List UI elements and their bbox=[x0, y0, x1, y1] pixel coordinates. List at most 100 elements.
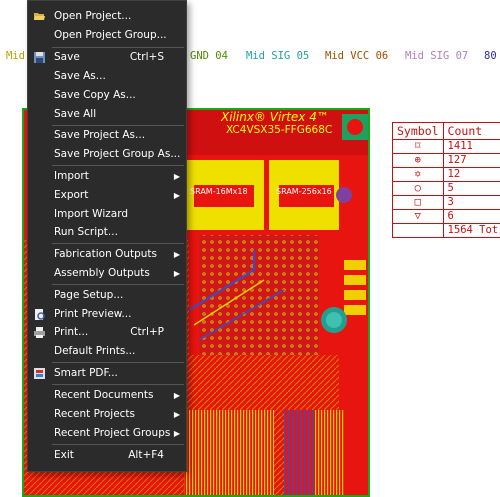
printer-icon bbox=[34, 327, 45, 338]
submenu-arrow-icon: ▶ bbox=[173, 391, 180, 400]
menu-separator bbox=[52, 284, 184, 285]
drill-symbol-table: Symbol Count ⌑ 1411 ⊕ 127 ✡ 12 ○ 5 □ 3 ▽… bbox=[392, 122, 500, 238]
floppy-disk-icon bbox=[34, 52, 45, 63]
menu-item-save[interactable]: Save Ctrl+S bbox=[28, 48, 186, 67]
symbol-cell: □ bbox=[392, 195, 444, 210]
menu-item-label: Save All bbox=[54, 108, 97, 120]
menu-item-label: Run Script... bbox=[54, 226, 118, 238]
menu-item-shortcut: Ctrl+P bbox=[130, 326, 164, 338]
layer-tab-mid[interactable]: Mid bbox=[6, 50, 25, 62]
table-row: □ 3 bbox=[392, 195, 500, 210]
menu-item-open-project[interactable]: Open Project... bbox=[28, 7, 186, 26]
menu-item-label: Exit bbox=[54, 449, 74, 461]
menu-separator bbox=[52, 165, 184, 166]
table-header-symbol: Symbol bbox=[392, 122, 444, 140]
menu-separator bbox=[52, 384, 184, 385]
menu-item-smart-pdf[interactable]: Smart PDF... bbox=[28, 364, 186, 383]
count-cell: 127 bbox=[442, 153, 500, 168]
submenu-arrow-icon: ▶ bbox=[173, 269, 180, 278]
submenu-arrow-icon: ▶ bbox=[173, 250, 180, 259]
print-preview-icon bbox=[35, 309, 45, 320]
symbol-cell: ▽ bbox=[392, 209, 444, 224]
layer-tab-gnd-04[interactable]: GND 04 bbox=[190, 50, 228, 62]
total-symbol-cell bbox=[392, 223, 444, 238]
menu-item-label: Save As... bbox=[54, 70, 106, 82]
menu-item-label: Save Project Group As... bbox=[54, 148, 181, 160]
menu-item-label: Recent Documents bbox=[54, 389, 154, 401]
layer-tab-strip: Mid GND 04 Mid SIG 05 Mid VCC 06 Mid SIG… bbox=[0, 50, 500, 66]
menu-item-label: Save Project As... bbox=[54, 129, 146, 141]
menu-item-print-preview[interactable]: Print Preview... bbox=[28, 305, 186, 324]
menu-item-label: Default Prints... bbox=[54, 345, 136, 357]
submenu-arrow-icon: ▶ bbox=[173, 191, 180, 200]
menu-item-label: Import bbox=[54, 170, 89, 182]
symbol-cell: ○ bbox=[392, 181, 444, 196]
file-menu: Open Project... Open Project Group... Sa… bbox=[27, 0, 187, 472]
menu-item-save-copy-as[interactable]: Save Copy As... bbox=[28, 86, 186, 105]
chip-part-number: XC4VSX35-FFG668C bbox=[226, 124, 333, 136]
menu-item-export[interactable]: Export ▶ bbox=[28, 186, 186, 205]
count-cell: 6 bbox=[442, 209, 500, 224]
submenu-arrow-icon: ▶ bbox=[173, 429, 180, 438]
symbol-cell: ⊕ bbox=[392, 153, 444, 168]
menu-item-shortcut: Alt+F4 bbox=[128, 449, 164, 461]
layer-tab-80[interactable]: 80 bbox=[484, 50, 497, 62]
table-total-row: 1564 Tot bbox=[392, 223, 500, 238]
menu-item-open-project-group[interactable]: Open Project Group... bbox=[28, 26, 186, 45]
menu-item-label: Print... bbox=[54, 326, 89, 338]
table-row: ⌑ 1411 bbox=[392, 139, 500, 154]
sram-right-label: SRAM-256x16 bbox=[276, 187, 332, 196]
submenu-arrow-icon: ▶ bbox=[173, 410, 180, 419]
smart-pdf-icon bbox=[34, 368, 45, 379]
menu-item-label: Open Project Group... bbox=[54, 29, 167, 41]
table-header-count: Count bbox=[442, 122, 500, 140]
menu-item-recent-documents[interactable]: Recent Documents ▶ bbox=[28, 386, 186, 405]
chip-title-label: Xilinx® Virtex 4™ bbox=[221, 110, 329, 124]
menu-item-label: Print Preview... bbox=[54, 308, 132, 320]
menu-item-page-setup[interactable]: Page Setup... bbox=[28, 286, 186, 305]
menu-item-exit[interactable]: Exit Alt+F4 bbox=[28, 446, 186, 465]
menu-item-run-script[interactable]: Run Script... bbox=[28, 223, 186, 242]
menu-separator bbox=[52, 47, 184, 48]
menu-item-recent-projects[interactable]: Recent Projects ▶ bbox=[28, 405, 186, 424]
total-count-cell: 1564 Tot bbox=[442, 223, 500, 238]
menu-separator bbox=[52, 243, 184, 244]
menu-item-save-as[interactable]: Save As... bbox=[28, 67, 186, 86]
menu-item-print[interactable]: Print... Ctrl+P bbox=[28, 323, 186, 342]
menu-item-assembly-outputs[interactable]: Assembly Outputs ▶ bbox=[28, 264, 186, 283]
count-cell: 3 bbox=[442, 195, 500, 210]
menu-item-label: Page Setup... bbox=[54, 289, 124, 301]
layer-tab-mid-sig-05[interactable]: Mid SIG 05 bbox=[246, 50, 310, 62]
menu-separator bbox=[52, 362, 184, 363]
submenu-arrow-icon: ▶ bbox=[173, 172, 180, 181]
table-row: ✡ 12 bbox=[392, 167, 500, 182]
menu-item-label: Open Project... bbox=[54, 10, 132, 22]
menu-item-label: Fabrication Outputs bbox=[54, 248, 158, 260]
menu-item-save-project-as[interactable]: Save Project As... bbox=[28, 126, 186, 145]
menu-separator bbox=[52, 444, 184, 445]
folder-open-icon bbox=[34, 13, 45, 20]
menu-item-save-all[interactable]: Save All bbox=[28, 105, 186, 124]
symbol-cell: ⌑ bbox=[392, 139, 444, 154]
layer-tab-mid-vcc-06[interactable]: Mid VCC 06 bbox=[325, 50, 389, 62]
menu-item-recent-project-groups[interactable]: Recent Project Groups ▶ bbox=[28, 424, 186, 443]
count-cell: 12 bbox=[442, 167, 500, 182]
menu-item-label: Export bbox=[54, 189, 89, 201]
menu-item-label: Recent Project Groups bbox=[54, 427, 171, 439]
menu-item-shortcut: Ctrl+S bbox=[129, 51, 164, 63]
menu-item-import[interactable]: Import ▶ bbox=[28, 167, 186, 186]
menu-item-save-project-group-as[interactable]: Save Project Group As... bbox=[28, 145, 186, 164]
menu-item-label: Smart PDF... bbox=[54, 367, 118, 379]
menu-separator bbox=[52, 125, 184, 126]
menu-item-label: Assembly Outputs bbox=[54, 267, 150, 279]
menu-item-import-wizard[interactable]: Import Wizard bbox=[28, 205, 186, 224]
table-header-row: Symbol Count bbox=[392, 122, 500, 140]
table-row: ○ 5 bbox=[392, 181, 500, 196]
sram-left-label: SRAM-16Mx18 bbox=[190, 187, 248, 196]
layer-tab-mid-sig-07[interactable]: Mid SIG 07 bbox=[405, 50, 469, 62]
menu-item-default-prints[interactable]: Default Prints... bbox=[28, 342, 186, 361]
menu-item-label: Save Copy As... bbox=[54, 89, 136, 101]
table-row: ⊕ 127 bbox=[392, 153, 500, 168]
menu-item-label: Recent Projects bbox=[54, 408, 136, 420]
menu-item-fabrication-outputs[interactable]: Fabrication Outputs ▶ bbox=[28, 245, 186, 264]
